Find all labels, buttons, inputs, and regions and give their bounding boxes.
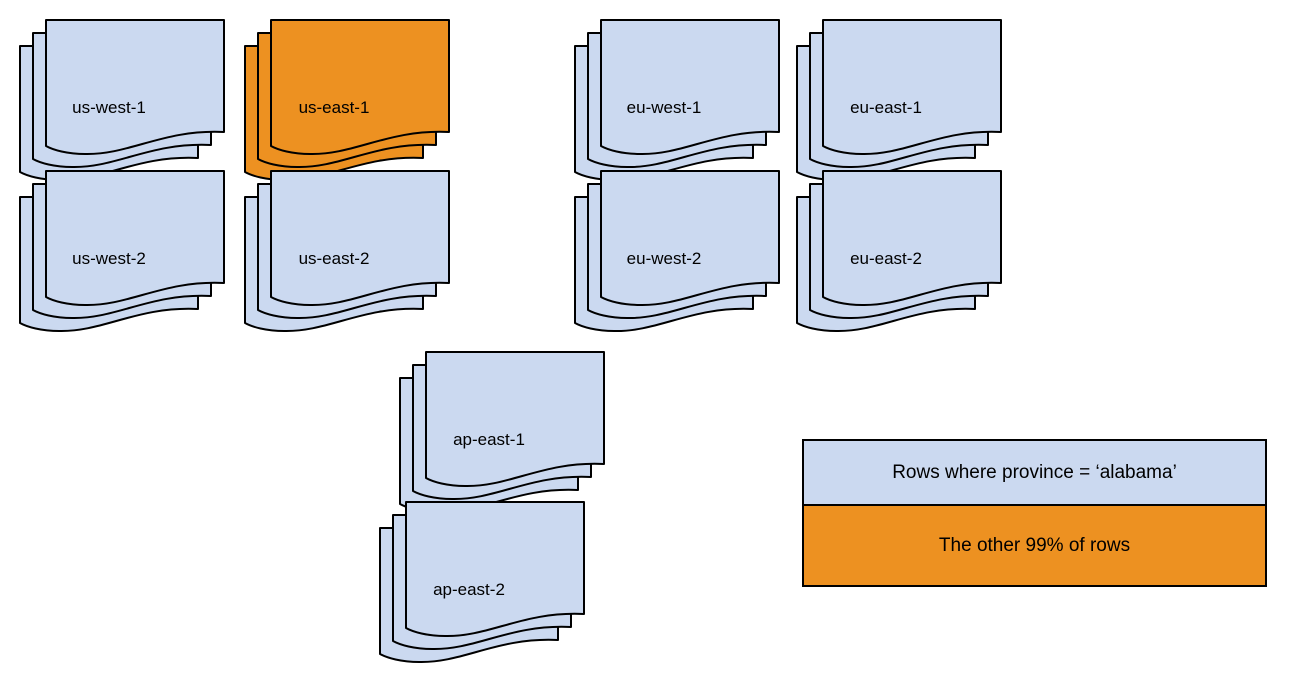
document-stack-us-east-2[interactable]: us-east-2 [243,169,453,337]
document-sheet [425,351,605,488]
document-stack-us-west-2[interactable]: us-west-2 [18,169,228,337]
document-sheet [270,19,450,156]
legend-item-legend-orange: The other 99% of rows [804,506,1265,585]
document-stack-shape [19,19,225,182]
document-stack-shape [399,351,605,514]
document-stack-shape [574,170,780,333]
document-stack-eu-west-2[interactable]: eu-west-2 [573,169,783,337]
document-sheet [405,501,585,638]
document-stack-eu-east-2[interactable]: eu-east-2 [795,169,1005,337]
document-stack-shape [19,170,225,333]
document-sheet [45,19,225,156]
legend-item-label: The other 99% of rows [938,534,1131,556]
document-sheet [822,170,1002,307]
legend: Rows where province = ‘alabama’ The other… [802,439,1267,587]
document-sheet [822,19,1002,156]
document-stack-shape [574,19,780,182]
document-sheet [270,170,450,307]
document-sheet [45,170,225,307]
document-stack-shape [379,501,585,664]
document-stack-eu-west-1[interactable]: eu-west-1 [573,18,783,186]
legend-item-label: Rows where province = ‘alabama’ [892,461,1177,483]
document-stack-us-east-1[interactable]: us-east-1 [243,18,453,186]
legend-item-legend-blue: Rows where province = ‘alabama’ [804,441,1265,506]
document-sheet [600,19,780,156]
document-stack-eu-east-1[interactable]: eu-east-1 [795,18,1005,186]
document-sheet [600,170,780,307]
document-stack-shape [244,19,450,182]
document-stack-shape [796,170,1002,333]
document-stack-shape [244,170,450,333]
document-stack-us-west-1[interactable]: us-west-1 [18,18,228,186]
document-stack-ap-east-2[interactable]: ap-east-2 [378,500,588,668]
document-stack-shape [796,19,1002,182]
document-stack-ap-east-1[interactable]: ap-east-1 [398,350,608,518]
